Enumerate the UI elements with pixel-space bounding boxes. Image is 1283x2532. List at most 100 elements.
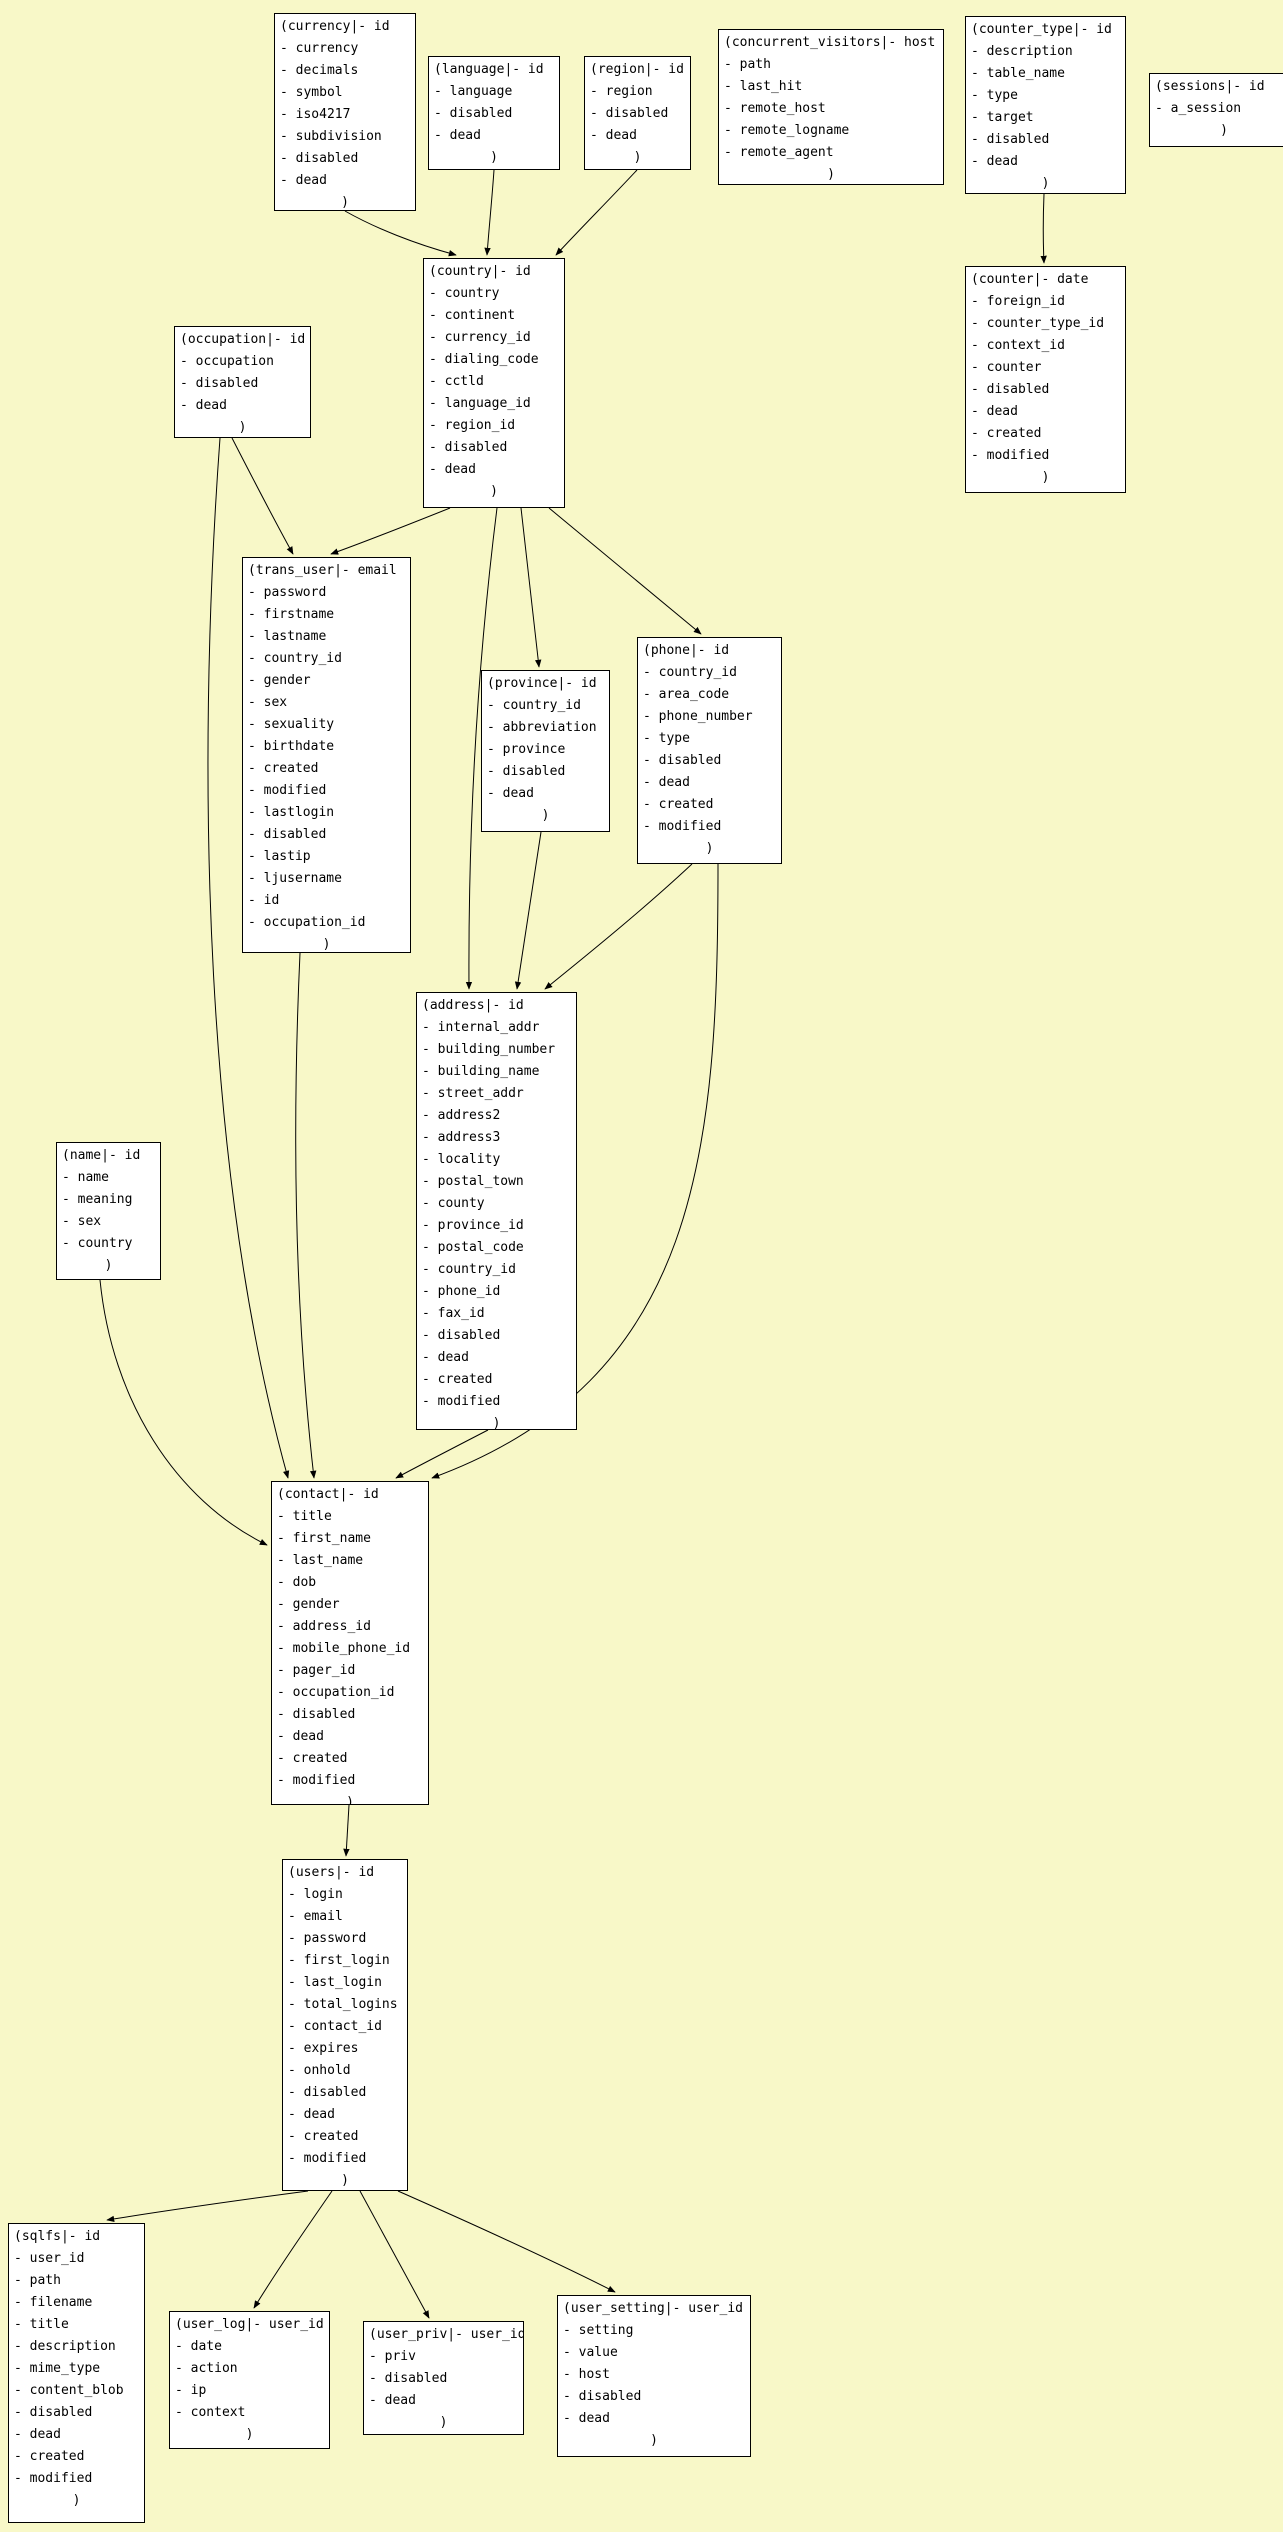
- table-field: - disabled: [971, 382, 1050, 397]
- table-field: - modified: [422, 1394, 501, 1409]
- table-field: - dead: [280, 173, 327, 188]
- edge-address-to-contact: [395, 1429, 489, 1479]
- edge-users-to-user_log: [253, 2190, 333, 2309]
- table-title-counter_type: (counter_type|- id: [971, 22, 1112, 37]
- table-field: - setting: [563, 2323, 634, 2338]
- table-field: - dead: [288, 2107, 335, 2122]
- table-field: - value: [563, 2345, 618, 2360]
- table-field: - modified: [643, 819, 722, 834]
- table-field: - phone_number: [643, 709, 753, 724]
- table-field: - disabled: [288, 2085, 367, 2100]
- table-node-address: (address|- id- internal_addr- building_n…: [416, 992, 577, 1430]
- edge-name-to-contact: [99, 1279, 268, 1546]
- table-field: - description: [971, 44, 1073, 59]
- table-field: - sexuality: [248, 717, 335, 732]
- table-title-language: (language|- id: [434, 62, 544, 77]
- table-field: - counter_type_id: [971, 316, 1105, 331]
- table-field: - name: [62, 1170, 109, 1185]
- edge-users-to-user_setting: [397, 2190, 616, 2293]
- table-field: - decimals: [280, 63, 359, 78]
- table-close-paren: ): [346, 1795, 354, 1805]
- edge-occupation-to-contact: [207, 437, 290, 1479]
- table-field: - disabled: [14, 2405, 93, 2420]
- table-close-paren: ): [633, 150, 642, 165]
- table-close-paren: ): [341, 195, 349, 210]
- table-field: - title: [14, 2317, 69, 2332]
- table-field: - country_id: [422, 1262, 516, 1277]
- table-field: - ip: [175, 2383, 207, 2398]
- table-close-paren: ): [104, 1258, 113, 1273]
- table-field: - county: [422, 1196, 485, 1211]
- table-field: - disabled: [563, 2389, 642, 2404]
- table-field: - disabled: [643, 753, 722, 768]
- table-field: - country: [429, 286, 500, 301]
- table-close-paren: ): [322, 937, 331, 952]
- table-field: - modified: [277, 1773, 356, 1788]
- table-field: - login: [288, 1887, 343, 1902]
- table-field: - area_code: [643, 687, 730, 702]
- table-field: - remote_agent: [724, 145, 834, 160]
- edge-country-to-trans_user: [330, 507, 451, 555]
- table-field: - host: [563, 2367, 610, 2382]
- table-title-user_log: (user_log|- user_id: [175, 2317, 324, 2332]
- table-field: - province: [487, 742, 566, 757]
- table-field: - disabled: [971, 132, 1050, 147]
- table-field: - continent: [429, 308, 516, 323]
- table-field: - occupation_id: [277, 1685, 395, 1700]
- edge-users-to-sqlfs: [106, 2190, 309, 2223]
- table-field: - meaning: [62, 1192, 133, 1207]
- table-field: - dead: [277, 1729, 324, 1744]
- table-field: - dead: [590, 128, 637, 143]
- table-field: - occupation_id: [248, 915, 366, 930]
- table-field: - ljusername: [248, 871, 342, 886]
- table-field: - created: [277, 1751, 348, 1766]
- table-title-user_setting: (user_setting|- user_id: [563, 2301, 744, 2316]
- table-close-paren: ): [1220, 123, 1228, 138]
- table-title-sqlfs: (sqlfs|- id: [14, 2229, 101, 2244]
- table-field: - table_name: [971, 66, 1065, 81]
- table-field: - disabled: [487, 764, 566, 779]
- table-field: - firstname: [248, 607, 335, 622]
- table-title-sessions: (sessions|- id: [1155, 79, 1265, 94]
- table-field: - expires: [288, 2041, 359, 2056]
- table-title-occupation: (occupation|- id: [180, 332, 306, 347]
- table-node-name: (name|- id- name- meaning- sex- country): [56, 1142, 161, 1280]
- table-field: - country: [62, 1236, 133, 1251]
- table-field: - content_blob: [14, 2383, 124, 2398]
- table-close-paren: ): [650, 2433, 658, 2448]
- table-field: - lastlogin: [248, 805, 335, 820]
- table-field: - created: [643, 797, 714, 812]
- table-field: - internal_addr: [422, 1020, 540, 1035]
- table-field: - currency: [280, 41, 359, 56]
- table-node-occupation: (occupation|- id- occupation- disabled- …: [174, 326, 311, 438]
- table-title-phone: (phone|- id: [643, 643, 730, 658]
- table-field: - modified: [14, 2471, 93, 2486]
- table-field: - dead: [971, 154, 1018, 169]
- table-field: - mobile_phone_id: [277, 1641, 411, 1656]
- table-field: - occupation: [180, 354, 274, 369]
- table-field: - dead: [429, 462, 476, 477]
- table-field: - disabled: [280, 151, 359, 166]
- table-field: - disabled: [369, 2371, 448, 2386]
- table-close-paren: ): [341, 2173, 349, 2188]
- table-field: - fax_id: [422, 1306, 485, 1321]
- table-field: - context_id: [971, 338, 1065, 353]
- table-field: - action: [175, 2361, 238, 2376]
- table-field: - last_name: [277, 1553, 364, 1568]
- table-field: - dead: [563, 2411, 610, 2426]
- table-field: - last_hit: [724, 79, 803, 94]
- table-close-paren: ): [490, 484, 498, 499]
- table-close-paren: ): [541, 808, 550, 823]
- table-field: - gender: [248, 673, 311, 688]
- table-field: - pager_id: [277, 1663, 356, 1678]
- table-field: - country_id: [248, 651, 342, 666]
- table-field: - address3: [422, 1130, 501, 1145]
- edge-country-to-province: [520, 507, 542, 668]
- table-node-counter_type: (counter_type|- id - description - table_n…: [965, 16, 1126, 194]
- table-close-paren: ): [72, 2493, 81, 2508]
- table-field: - dead: [180, 398, 227, 413]
- edge-contact-to-users: [343, 1804, 350, 1857]
- table-field: - street_addr: [422, 1086, 524, 1101]
- table-node-province: (province|- id- country_id- abbreviation…: [481, 670, 610, 832]
